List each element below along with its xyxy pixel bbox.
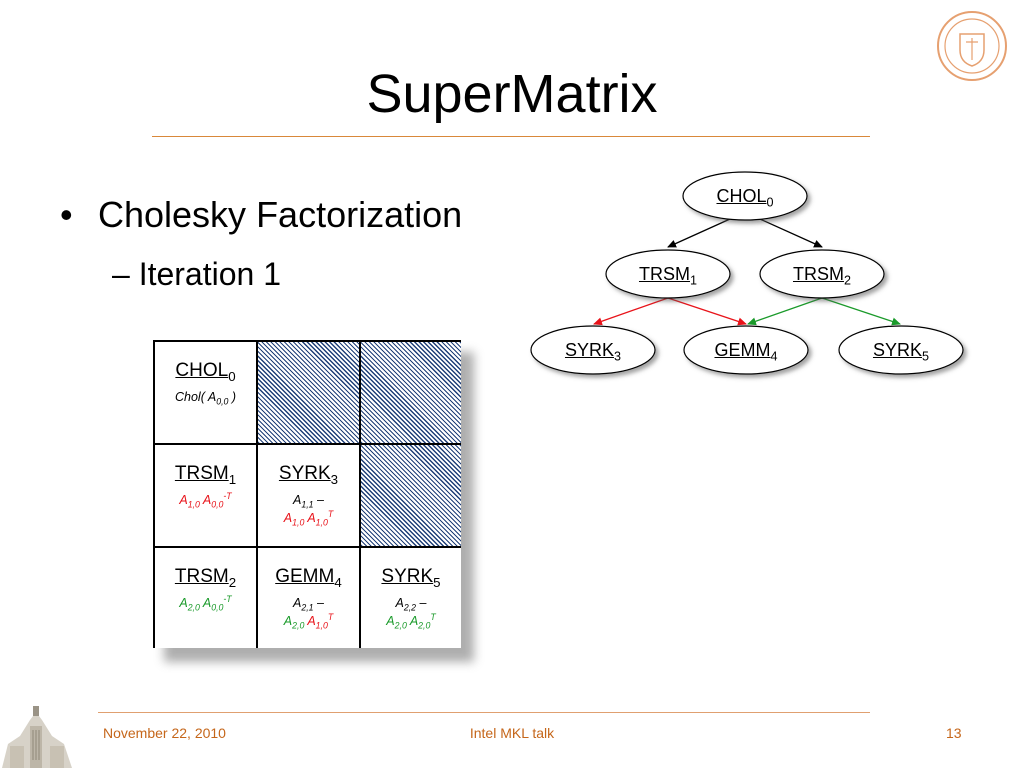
cell-hatched-0-1: [258, 342, 359, 443]
edge-trsm2-gemm4: [747, 297, 823, 326]
node-label-syrk5: SYRK5: [872, 340, 930, 364]
bullet-cholesky: • Cholesky Factorization: [60, 193, 462, 237]
node-syrk5: [838, 325, 964, 375]
node-label-trsm2: TRSM2: [792, 264, 851, 288]
footer-talk-title: Intel MKL talk: [469, 725, 555, 741]
op-label: GEMM: [275, 566, 335, 587]
cell-trsm1: TRSM1 A1,0 A0,0-T: [155, 445, 256, 546]
edge-chol0-trsm1: [667, 218, 731, 248]
footer-date: November 22, 2010: [103, 725, 226, 741]
slide-title: SuperMatrix: [366, 64, 658, 124]
node-syrk3: [530, 325, 656, 375]
bullet-text: Cholesky Factorization: [98, 194, 463, 235]
cell-expression: A1,0 A0,0-T: [179, 490, 232, 510]
cell-chol0: CHOL0 Chol( A0,0 ): [155, 342, 256, 443]
block-matrix: CHOL0 Chol( A0,0 ) TRSM1 A1,0 A0,0-T SYR…: [153, 340, 461, 648]
op-label: TRSM: [174, 566, 229, 587]
edge-trsm1-syrk3: [593, 297, 669, 326]
op-label: SYRK: [278, 463, 331, 484]
node-chol0: [682, 171, 808, 221]
cell-gemm4: GEMM4 A2,1 –A2,0 A1,0T: [258, 548, 359, 648]
node-trsm1: [605, 249, 731, 299]
op-label: SYRK: [381, 566, 434, 587]
cell-expression: A2,2 –A2,0 A2,0T: [386, 596, 436, 631]
edge-trsm2-syrk5: [821, 297, 901, 326]
cell-expression: A1,1 –A1,0 A1,0T: [283, 493, 334, 528]
footer-page-number: 13: [946, 725, 962, 741]
op-label: CHOL: [175, 360, 229, 381]
op-label: TRSM: [174, 463, 229, 484]
cell-hatched-1-2: [361, 445, 461, 546]
cell-hatched-0-2: [361, 342, 461, 443]
node-label-chol0: CHOL0: [716, 186, 774, 210]
cell-expression: A2,1 –A2,0 A1,0T: [283, 596, 334, 631]
cell-syrk5: SYRK5 A2,2 –A2,0 A2,0T: [361, 548, 461, 648]
node-gemm4: [683, 325, 809, 375]
node-label-gemm4: GEMM4: [714, 340, 778, 364]
cell-expression: Chol( A0,0 ): [174, 390, 237, 407]
university-seal-logo: [937, 11, 1007, 81]
node-label-trsm1: TRSM1: [638, 264, 697, 288]
cell-expression: A2,0 A0,0-T: [179, 593, 232, 613]
tower-logo: [0, 700, 98, 768]
footer-divider: [98, 712, 870, 713]
sub-bullet-iteration: – Iteration 1: [112, 256, 281, 292]
bullet-dot-icon: •: [60, 194, 73, 235]
cell-trsm2: TRSM2 A2,0 A0,0-T: [155, 548, 256, 648]
title-divider: [152, 136, 870, 137]
edge-trsm1-gemm4: [667, 297, 747, 326]
edge-chol0-trsm2: [759, 218, 823, 248]
cell-syrk3: SYRK3 A1,1 –A1,0 A1,0T: [258, 445, 359, 546]
node-label-syrk3: SYRK3: [564, 340, 622, 364]
node-trsm2: [759, 249, 885, 299]
